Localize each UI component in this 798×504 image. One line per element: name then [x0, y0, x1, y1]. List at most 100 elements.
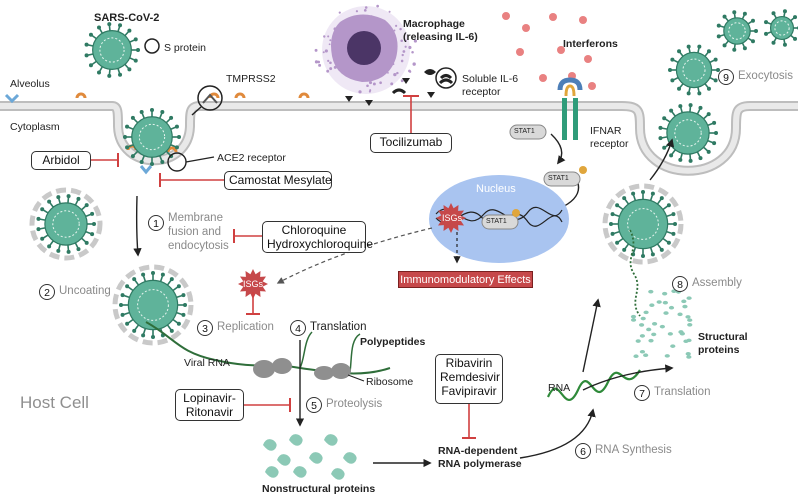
step-3-text: Replication: [217, 321, 274, 333]
step-7-number: 7: [634, 385, 650, 401]
s-protein-label: S protein: [164, 42, 207, 54]
virus-sars-cov-2: [84, 22, 140, 78]
step-1-text-line3: endocytosis: [168, 240, 229, 252]
nonstructural-protein-blob: [331, 468, 345, 480]
virus-exocytosis: [658, 103, 718, 163]
stat1-pill-label-3: STAT1: [486, 218, 507, 225]
polypeptides-label: Polypeptides: [360, 336, 426, 348]
remdesivir-line: Remdesivir: [440, 369, 501, 384]
structural-protein-dot: [687, 318, 693, 322]
virus-layer: [29, 9, 798, 346]
structural-protein-dot: [663, 311, 669, 315]
structural-protein-dot: [662, 291, 668, 296]
tmprss2-magnifier: [197, 85, 223, 111]
ifnar-label-line1: IFNAR: [590, 125, 622, 137]
structural-protein-dot: [648, 338, 654, 343]
interferon-particles: [502, 12, 596, 90]
structural-protein-dot: [630, 318, 637, 322]
structural-protein-dot: [651, 321, 658, 326]
structural-protein-dot: [659, 324, 665, 329]
structural-protein-dot: [678, 330, 684, 334]
structural-protein-dot: [668, 305, 675, 310]
rdrp-label-line2: RNA polymerase: [438, 458, 522, 470]
step-4-number: 4: [290, 320, 306, 336]
lopinavir-line: Lopinavir-: [183, 391, 236, 405]
interferons-label: Interferons: [563, 38, 618, 50]
structural-protein-dot: [677, 312, 683, 317]
step-1-text-line1: Membrane: [168, 212, 223, 224]
step-6-text: RNA Synthesis: [595, 444, 672, 456]
isgs-nucleus-label: ISGs: [442, 213, 463, 223]
structural-label-line2: proteins: [698, 344, 740, 356]
step-9-text: Exocytosis: [738, 70, 793, 82]
structural-protein-dot: [643, 310, 649, 315]
step-8-text: Assembly: [692, 277, 742, 289]
structural-protein-dot: [682, 304, 688, 309]
ribosomes: [253, 358, 351, 380]
rna-drugs-box: Ribavirin Remdesivir Favipiravir: [435, 354, 503, 404]
nonstructural-protein-blob: [263, 439, 277, 451]
ifnar-label-line2: receptor: [590, 138, 629, 150]
lopinavir-box: Lopinavir- Ritonavir: [175, 389, 244, 421]
structural-protein-dot: [639, 323, 645, 327]
step-3-number: 3: [197, 320, 213, 336]
nonstructural-protein-blob: [343, 452, 357, 464]
chloroquine-box: Chloroquine Hydroxychloroquine: [262, 221, 374, 253]
sars-cov-2-label: SARS-CoV-2: [94, 12, 160, 24]
hydroxychloroquine-line: Hydroxychloroquine: [267, 236, 374, 251]
structural-protein-dot: [639, 334, 646, 338]
step-5-number: 5: [306, 397, 322, 413]
stat1-arrow: [550, 133, 566, 165]
virus-endosome: [29, 187, 103, 261]
structural-protein-dot: [686, 355, 692, 359]
stat1-pill-label-2: STAT1: [548, 175, 569, 182]
s-protein-callout: [144, 38, 160, 54]
structural-protein-dot: [639, 349, 646, 354]
rdrp-label-line1: RNA-dependent: [438, 445, 518, 457]
structural-protein-dot: [656, 300, 662, 304]
step-1-number: 1: [148, 215, 164, 231]
virus-released-3: [764, 9, 798, 47]
structural-protein-dot: [648, 289, 654, 294]
step-8-number: 8: [672, 276, 688, 292]
structural-protein-dot: [635, 339, 641, 343]
structural-protein-dot: [664, 354, 670, 358]
step-2-text: Uncoating: [59, 285, 111, 297]
step-1-text-line2: fusion and: [168, 226, 222, 238]
structural-protein-dot: [633, 354, 639, 359]
alveolus-label: Alveolus: [10, 78, 50, 90]
immunomodulatory-box: Immunomodulatory Effects: [398, 271, 533, 288]
ribosome-label: Ribosome: [366, 376, 414, 388]
step-4-text: Translation: [310, 321, 367, 333]
cytoplasm-label: Cytoplasm: [10, 121, 60, 133]
stat1-pill-label-1: STAT1: [514, 128, 535, 135]
step-7-text: Translation: [654, 386, 711, 398]
cell-membrane: [0, 101, 798, 176]
isgs-nucleus-star: [436, 203, 466, 233]
arbidol-box: Arbidol: [31, 151, 91, 170]
ribavirin-line: Ribavirin: [445, 356, 493, 370]
chloroquine-line: Chloroquine: [281, 223, 347, 237]
virus-assembly: [602, 183, 684, 265]
structural-protein-dot: [686, 296, 692, 300]
nonstructural-protein-blob: [265, 466, 279, 478]
virus-released-1: [668, 44, 720, 96]
soluble-il6-callout: [435, 67, 457, 89]
host-cell-label: Host Cell: [20, 393, 89, 412]
structural-protein-dot: [670, 344, 676, 348]
nonstructural-protein-blob: [293, 466, 307, 478]
nonstructural-protein-blob: [277, 454, 291, 466]
macrophage: [314, 4, 417, 94]
virus-uncoating: [112, 264, 194, 346]
structural-protein-dot: [681, 299, 687, 304]
structural-protein-dot: [630, 314, 637, 319]
rna-label: RNA: [548, 382, 571, 394]
soluble-il6-label-line1: Soluble IL-6: [462, 73, 519, 85]
step-9-number: 9: [718, 69, 734, 85]
nonstructural-label: Nonstructural proteins: [262, 483, 376, 495]
structural-protein-dot: [646, 327, 652, 332]
macrophage-label-line1: Macrophage: [403, 18, 465, 30]
stat1-pills: [481, 124, 587, 230]
structural-protein-dot: [685, 352, 691, 356]
